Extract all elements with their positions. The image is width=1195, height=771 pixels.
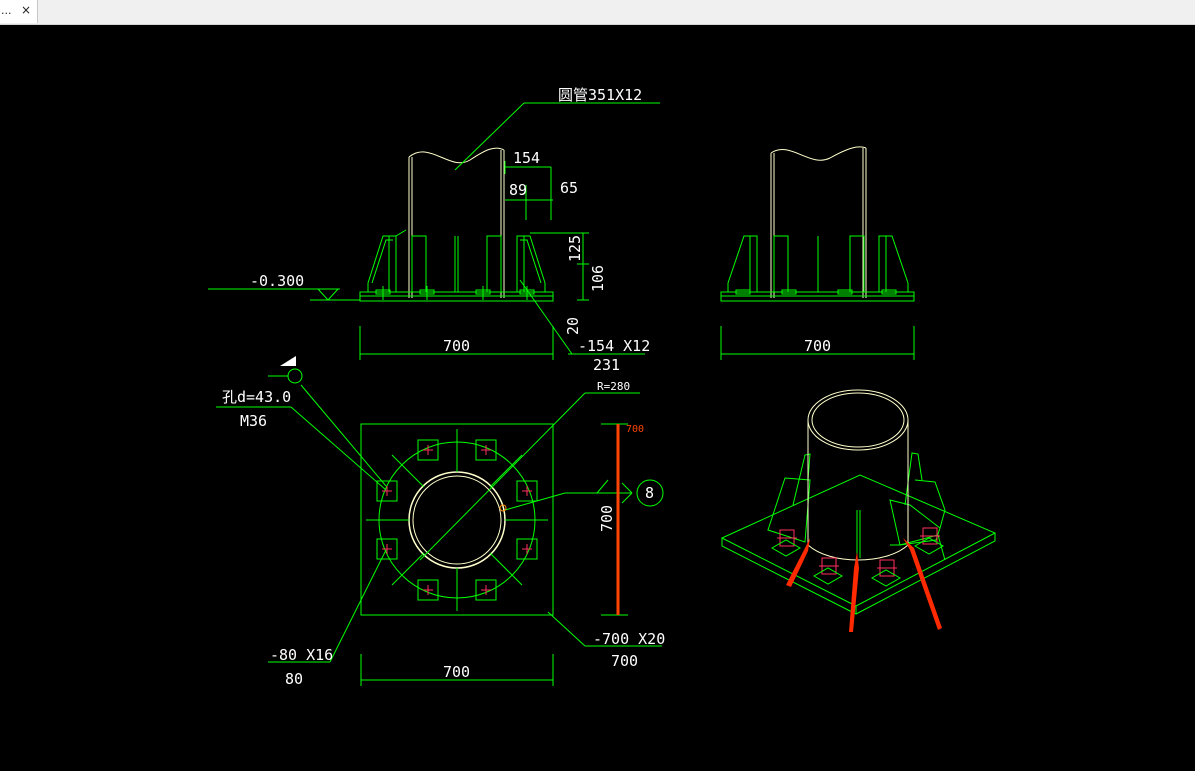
drawing-tab[interactable]: ... × xyxy=(0,0,38,23)
tab-bar: ... × xyxy=(0,0,1195,25)
iso-bolts xyxy=(777,527,940,577)
bolt-crosses xyxy=(382,445,532,595)
dim-65-label: 65 xyxy=(560,179,578,197)
plan-height-label: 700 xyxy=(598,505,616,532)
stiffener-left xyxy=(367,235,397,292)
front-width-label: 700 xyxy=(443,337,470,355)
pipe-front xyxy=(408,147,505,298)
washers xyxy=(376,439,538,601)
front-elevation xyxy=(208,102,660,360)
drawing-canvas[interactable]: 圆管351X12 154 89 65 -0.300 -154 X12 231 7… xyxy=(0,25,1195,767)
highlight-dim-label: 700 xyxy=(626,424,644,435)
pipe-spec-label: 圆管351X12 xyxy=(558,86,642,104)
hole-spec-label: 孔d=43.0 xyxy=(222,388,291,406)
arrow-icon-right xyxy=(903,538,942,630)
dim-125-label: 125 xyxy=(566,235,584,262)
base-plate-plan xyxy=(360,423,554,616)
plan-view xyxy=(216,368,664,686)
washer-len-label: 80 xyxy=(285,670,303,688)
callout-arrows xyxy=(786,538,942,632)
weld-ref-label: 8 xyxy=(645,484,654,502)
weld-point xyxy=(499,504,507,512)
arrow-icon-center xyxy=(849,552,859,632)
flag-icon xyxy=(280,356,296,366)
isometric-view xyxy=(720,452,997,615)
tab-title: ... xyxy=(1,4,12,17)
dim-154-label: 154 xyxy=(513,149,540,167)
rib-spec-label: -154 X12 xyxy=(578,337,650,355)
bolt-spec-label: M36 xyxy=(240,412,267,430)
plate-len-label: 700 xyxy=(611,652,638,670)
dim-106-label: 106 xyxy=(589,265,607,292)
washer-spec-label: -80 X16 xyxy=(270,646,333,664)
weld-ref-circle xyxy=(636,479,664,507)
side-elevation xyxy=(720,146,915,360)
side-width-label: 700 xyxy=(804,337,831,355)
stiffener-right xyxy=(516,235,546,292)
plan-width-label: 700 xyxy=(443,663,470,681)
iso-base-plate xyxy=(720,474,997,607)
iso-pipe xyxy=(807,389,909,561)
close-icon[interactable]: × xyxy=(21,3,32,17)
pipe-side xyxy=(770,146,867,298)
arrow-icon-left xyxy=(786,538,810,587)
elevation-label: -0.300 xyxy=(250,272,304,290)
dim-89-label: 89 xyxy=(509,181,527,199)
plate-spec-label: -700 X20 xyxy=(593,630,665,648)
dim-20-label: 20 xyxy=(564,317,582,335)
bolts-front xyxy=(375,286,535,300)
radius-label: R=280 xyxy=(597,380,630,393)
rib-len-label: 231 xyxy=(593,356,620,374)
